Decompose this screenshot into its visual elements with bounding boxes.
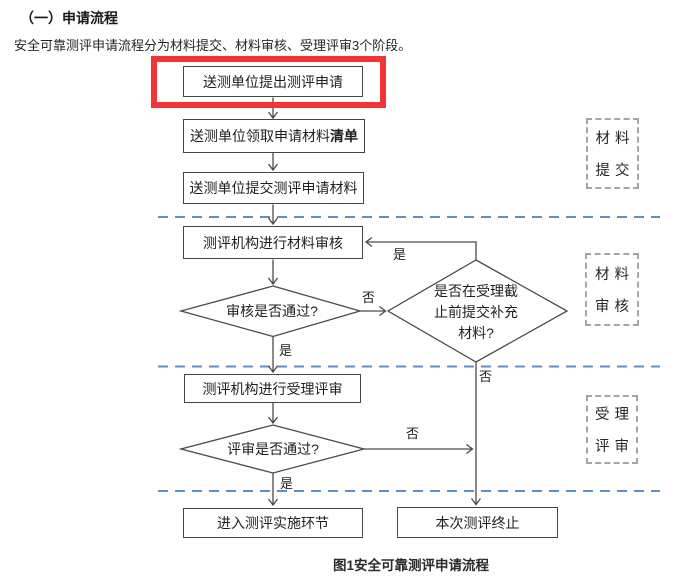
box-receive-list-text: 送测单位领取申请材料 <box>190 128 330 144</box>
label-no-supplement: 否 <box>479 369 493 384</box>
diamond-supplement <box>386 259 569 363</box>
box-terminate: 本次测评终止 <box>397 507 558 538</box>
stage-1-line-1: 材料 <box>595 131 635 147</box>
diamond-review-pass <box>178 424 367 474</box>
label-no-review: 否 <box>406 426 420 441</box>
diamond-audit-pass <box>178 285 363 338</box>
label-no-audit: 否 <box>362 290 376 305</box>
supplement-line-1: 是否在受理截 <box>434 282 518 299</box>
arrow-supplement-yes-return <box>366 242 477 260</box>
box-apply: 送测单位提出测评申请 <box>183 66 363 97</box>
supplement-line-3: 材料? <box>458 324 494 341</box>
stage-tag-material-review: 材料 审核 <box>585 253 639 326</box>
supplement-line-2: 止前提交补充 <box>434 303 518 320</box>
diamond-supplement-text: 是否在受理截 止前提交补充 材料? <box>406 283 546 341</box>
intro-text: 安全可靠测评申请流程分为材料提交、材料审核、受理评审3个阶段。 <box>14 38 412 53</box>
diamond-review-pass-text: 评审是否通过? <box>227 440 319 457</box>
figure-caption: 图1安全可靠测评申请流程 <box>332 558 489 573</box>
diamond-audit-pass-text: 审核是否通过? <box>226 302 318 319</box>
stage-3-line-2: 评审 <box>595 439 634 455</box>
stage-2-line-2: 审核 <box>595 299 634 315</box>
box-acceptance-review: 测评机构进行受理评审 <box>184 374 361 403</box>
stage-tag-material-submission: 材料 提交 <box>586 118 639 189</box>
box-submit-materials: 送测单位提交测评申请材料 <box>183 172 364 204</box>
label-yes-audit: 是 <box>279 343 293 358</box>
highlight-rectangle <box>151 56 386 108</box>
stage-1-line-2: 提交 <box>595 163 635 179</box>
box-receive-list: 送测单位领取申请材料清单 <box>183 119 365 153</box>
stage-tag-acceptance-review: 受理 评审 <box>586 395 638 464</box>
section-heading: （一）申请流程 <box>20 10 118 26</box>
stage-2-line-1: 材料 <box>595 267 634 283</box>
label-yes-review: 是 <box>280 476 294 491</box>
box-material-review: 测评机构进行材料审核 <box>183 226 363 259</box>
box-receive-list-bold: 清单 <box>330 128 358 144</box>
stage-3-line-1: 受理 <box>595 407 634 423</box>
box-enter-implementation: 进入测评实施环节 <box>183 508 363 538</box>
label-yes-supplement-return: 是 <box>393 247 407 262</box>
